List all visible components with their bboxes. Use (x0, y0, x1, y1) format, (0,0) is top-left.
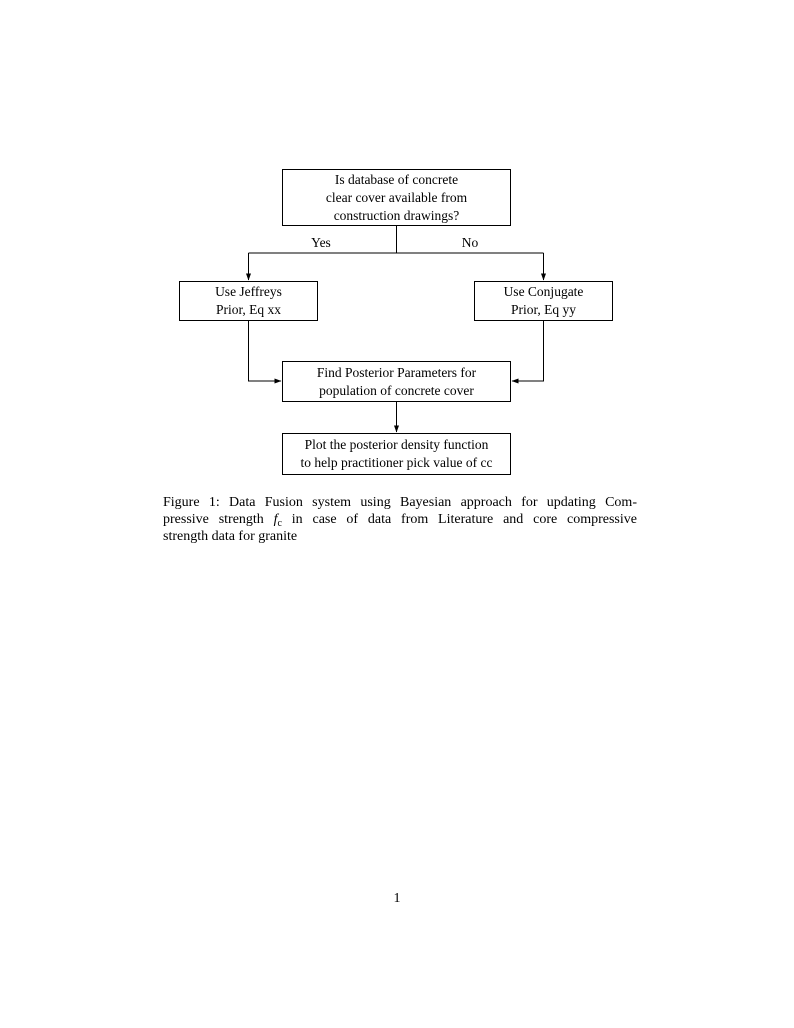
connector-conjugate-posterior (511, 321, 544, 384)
figure-caption-line2: pressive strength fc in case of data fro… (163, 511, 637, 529)
flowchart-node-conjugate-prior-label: Use Conjugate Prior, Eq yy (503, 284, 584, 317)
flowchart-node-jeffreys-prior-label: Use Jeffreys Prior, Eq xx (215, 284, 282, 317)
math-variable-fc: f (273, 512, 278, 527)
figure-caption-line2-pre: pressive strength (163, 512, 274, 527)
figure-caption-line1: Figure 1: Data Fusion system using Bayes… (163, 495, 637, 510)
page-number: 1 (393, 891, 401, 906)
flowchart-node-jeffreys-prior: Use Jeffreys Prior, Eq xx (179, 281, 318, 321)
flowchart-node-plot-density: Plot the posterior density function to h… (282, 433, 511, 475)
edge-label-yes: Yes (311, 235, 331, 250)
flowchart-node-posterior-parameters-label: Find Posterior Parameters for population… (316, 364, 477, 398)
flowchart-node-conjugate-prior: Use Conjugate Prior, Eq yy (474, 281, 613, 321)
flowchart-node-plot-density-label: Plot the posterior density function to h… (300, 437, 493, 470)
flowchart-node-question: Is database of concrete clear cover avai… (282, 169, 511, 226)
flowchart-node-posterior-parameters: Find Posterior Parameters for population… (282, 361, 511, 402)
figure-caption: Figure 1: Data Fusion system using Bayes… (163, 494, 637, 545)
edge-label-no: No (461, 235, 479, 250)
math-subscript-c: c (277, 518, 282, 529)
figure-caption-line3: strength data for granite (163, 529, 298, 544)
figure-caption-line2-post: in case of data from Literature and core… (281, 512, 637, 527)
connector-jeffreys-posterior (248, 321, 282, 384)
flowchart-node-question-label: Is database of concrete clear cover avai… (325, 171, 468, 223)
